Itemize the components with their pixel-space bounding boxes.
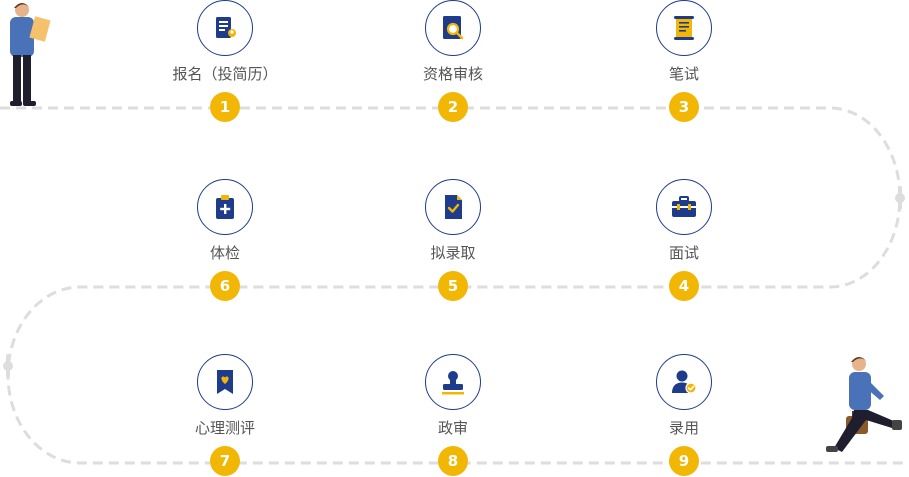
user-approved-icon — [672, 370, 697, 394]
step-label: 资格审核 — [422, 65, 483, 83]
step-label: 录用 — [668, 419, 699, 437]
step-number-badge: 3 — [669, 92, 699, 122]
step-label: 拟录取 — [430, 244, 476, 262]
step-number-badge: 9 — [669, 446, 699, 476]
step-label: 政审 — [437, 419, 468, 437]
step-number-badge: 4 — [669, 271, 699, 301]
step-icon-circle[interactable] — [197, 0, 253, 56]
step-label: 报名（投简历） — [172, 65, 278, 83]
step-icon-circle[interactable] — [197, 354, 253, 410]
step-icon-circle[interactable] — [656, 354, 712, 410]
step-icon-circle[interactable] — [425, 354, 481, 410]
briefcase-icon — [672, 196, 696, 217]
step-2: 资格审核 2 — [393, 0, 513, 122]
step-label: 笔试 — [668, 65, 699, 83]
step-label: 面试 — [668, 244, 699, 262]
step-4: 面试 4 — [624, 179, 744, 301]
step-icon-circle[interactable] — [425, 0, 481, 56]
scroll-icon — [674, 16, 694, 40]
step-icon-circle[interactable] — [656, 179, 712, 235]
step-number-badge: 8 — [438, 446, 468, 476]
step-icon-circle[interactable] — [197, 179, 253, 235]
step-6: 体检 6 — [165, 179, 285, 301]
standing-person-icon — [10, 3, 51, 106]
heart-bookmark-icon — [217, 370, 233, 394]
step-3: 笔试 3 — [624, 0, 744, 122]
step-7: 心理测评 7 — [165, 354, 285, 476]
checked-document-icon — [445, 195, 462, 219]
step-icon-circle[interactable] — [425, 179, 481, 235]
step-number-badge: 5 — [438, 271, 468, 301]
step-label: 体检 — [209, 244, 240, 262]
magnifier-document-icon — [443, 16, 464, 40]
path-marker-left — [3, 354, 13, 378]
step-number-badge: 6 — [210, 271, 240, 301]
step-number-badge: 2 — [438, 92, 468, 122]
step-1: 报名（投简历） 1 — [165, 0, 285, 122]
step-5: 拟录取 5 — [393, 179, 513, 301]
step-number-badge: 1 — [210, 92, 240, 122]
step-9: 录用 9 — [624, 354, 744, 476]
resume-icon — [216, 17, 236, 38]
step-icon-circle[interactable] — [656, 0, 712, 56]
walking-person-icon — [826, 357, 902, 452]
path-marker-right — [895, 186, 905, 210]
medical-clipboard-icon — [216, 195, 234, 219]
step-number-badge: 7 — [210, 446, 240, 476]
stamp-icon — [442, 371, 464, 395]
step-label: 心理测评 — [194, 419, 255, 437]
step-8: 政审 8 — [393, 354, 513, 476]
